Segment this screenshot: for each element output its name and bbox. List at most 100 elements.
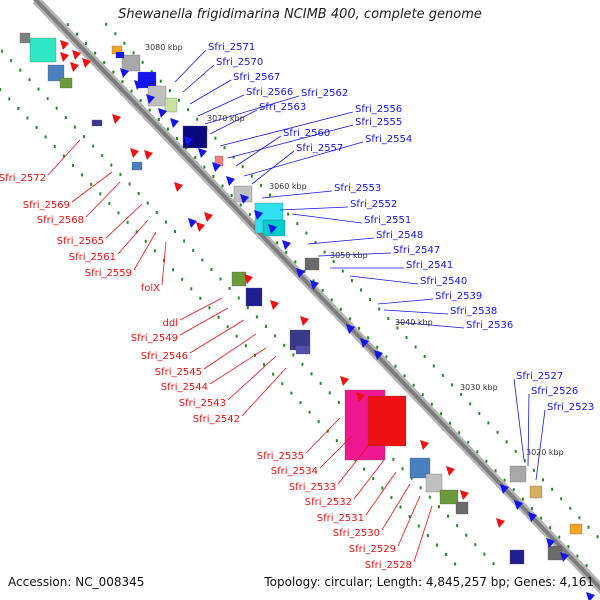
tick-dot bbox=[92, 144, 95, 148]
gene-label: Sfri_2547 bbox=[393, 245, 440, 256]
gene-label: Sfri_2552 bbox=[350, 199, 397, 210]
tick-dot bbox=[46, 97, 49, 101]
gene-label: Sfri_2531 bbox=[317, 513, 364, 524]
gene-block bbox=[137, 71, 157, 89]
gene-arrow bbox=[500, 484, 509, 494]
leader-line bbox=[179, 307, 229, 336]
gene-arrow bbox=[296, 268, 305, 278]
tick-dot bbox=[210, 267, 213, 271]
tick-dot bbox=[176, 137, 179, 141]
tick-dot bbox=[469, 402, 472, 406]
gene-arrow bbox=[244, 274, 253, 284]
tick-dot bbox=[569, 506, 572, 510]
gene-arrow bbox=[360, 338, 369, 348]
tick-dot bbox=[335, 439, 338, 443]
kbp-marker: 3050 kbp bbox=[330, 251, 368, 260]
gene-block bbox=[455, 501, 469, 515]
tick-dot bbox=[181, 277, 184, 281]
gene-arrow bbox=[82, 58, 91, 68]
gene-arrow bbox=[270, 300, 279, 310]
leader-line bbox=[235, 135, 282, 167]
tick-dot bbox=[339, 307, 342, 311]
tick-dot bbox=[64, 116, 67, 120]
gene-block bbox=[91, 119, 103, 127]
tick-dot bbox=[474, 543, 477, 547]
kbp-marker: 3080 kbp bbox=[145, 43, 183, 52]
tick-dot bbox=[17, 106, 20, 110]
tick-dot bbox=[367, 336, 370, 340]
tick-dot bbox=[428, 495, 431, 499]
leader-line bbox=[317, 252, 392, 257]
tick-dot bbox=[85, 42, 88, 46]
gene-label: Sfri_2549 bbox=[131, 333, 178, 344]
tick-dot bbox=[226, 325, 229, 329]
tick-dot bbox=[296, 222, 299, 226]
leader-line bbox=[305, 417, 341, 454]
tick-dot bbox=[248, 212, 251, 216]
tick-dot bbox=[44, 135, 47, 139]
tick-dot bbox=[585, 564, 588, 568]
tick-dots bbox=[0, 22, 599, 568]
tick-dot bbox=[401, 467, 404, 471]
gene-label: Sfri_2532 bbox=[305, 497, 352, 508]
gene-block bbox=[367, 395, 407, 447]
tick-dot bbox=[196, 117, 199, 121]
gene-arrow bbox=[546, 538, 555, 548]
gene-label: Sfri_2565 bbox=[57, 236, 104, 247]
gene-arrow bbox=[196, 222, 205, 232]
gene-features bbox=[19, 32, 595, 600]
tick-dot bbox=[381, 486, 384, 490]
accession-text: Accession: NC_008345 bbox=[8, 575, 145, 589]
gene-label: Sfri_2567 bbox=[233, 72, 280, 83]
tick-dot bbox=[232, 155, 235, 159]
gene-arrow bbox=[144, 150, 153, 160]
gene-arrow bbox=[420, 440, 429, 450]
gene-label: Sfri_2561 bbox=[69, 252, 116, 263]
gene-label: Sfri_2554 bbox=[365, 134, 412, 145]
kbp-marker: 3030 kbp bbox=[460, 383, 498, 392]
tick-dot bbox=[310, 372, 313, 376]
tick-dot bbox=[449, 421, 452, 425]
tick-dot bbox=[403, 374, 406, 378]
tick-dot bbox=[487, 421, 490, 425]
tick-dot bbox=[28, 78, 31, 82]
tick-dot bbox=[596, 535, 599, 539]
tick-dot bbox=[208, 306, 211, 310]
tick-dot bbox=[8, 97, 11, 101]
tick-dot bbox=[348, 317, 351, 321]
tick-dot bbox=[360, 288, 362, 292]
tick-dot bbox=[496, 430, 499, 434]
tick-dot bbox=[476, 450, 479, 454]
gene-block bbox=[509, 549, 525, 565]
tick-dot bbox=[321, 288, 324, 292]
tick-dot bbox=[10, 59, 13, 63]
tick-dot bbox=[319, 381, 322, 385]
leader-line bbox=[527, 393, 530, 467]
gene-arrow bbox=[254, 210, 263, 220]
tick-dot bbox=[460, 392, 463, 396]
gene-arrow bbox=[204, 212, 213, 222]
tick-dot bbox=[567, 545, 570, 549]
tick-dot bbox=[153, 249, 156, 253]
gene-arrow bbox=[356, 392, 365, 402]
tick-dot bbox=[217, 315, 220, 319]
tick-dot bbox=[281, 382, 284, 386]
gene-label: Sfri_2570 bbox=[216, 57, 263, 68]
tick-dot bbox=[385, 355, 388, 359]
tick-dot bbox=[285, 250, 288, 254]
tick-dot bbox=[332, 260, 335, 264]
tick-dot bbox=[90, 182, 93, 186]
tick-dot bbox=[239, 203, 242, 207]
tick-dot bbox=[540, 516, 543, 520]
tick-dot bbox=[458, 431, 461, 435]
tick-dot bbox=[172, 268, 175, 272]
leader-line bbox=[133, 231, 157, 271]
tick-dot bbox=[414, 345, 417, 349]
tick-dot bbox=[272, 372, 275, 376]
leader-line bbox=[513, 378, 525, 461]
tick-dot bbox=[128, 182, 131, 186]
gene-arrow bbox=[112, 114, 121, 124]
tick-dot bbox=[312, 279, 315, 283]
